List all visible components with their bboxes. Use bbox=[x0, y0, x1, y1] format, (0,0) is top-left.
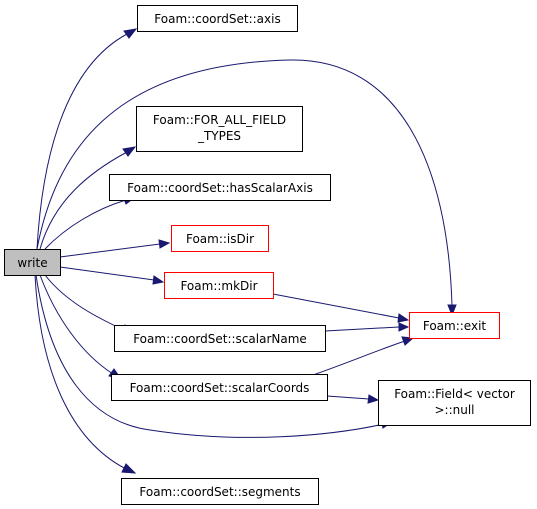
node-exit-box bbox=[409, 312, 500, 339]
edge-scalarCoords-fieldNull bbox=[326, 395, 370, 400]
node-axis[interactable]: Foam::coordSet::axis bbox=[137, 5, 298, 32]
node-write-box bbox=[4, 249, 61, 276]
node-segments-box bbox=[121, 478, 319, 505]
node-hasScalarAxis[interactable]: Foam::coordSet::hasScalarAxis bbox=[109, 174, 331, 201]
edge-write-exit bbox=[36, 59, 453, 307]
edge-write-scalarName bbox=[44, 274, 125, 331]
node-exit[interactable]: Foam::exit bbox=[409, 312, 500, 339]
node-scalarCoords-box bbox=[111, 374, 328, 401]
node-isDir[interactable]: Foam::isDir bbox=[171, 225, 269, 252]
edge-scalarCoords-fieldNull-arrowhead bbox=[367, 394, 380, 404]
edge-write-exit-arrowhead bbox=[447, 304, 457, 317]
node-hasScalarAxis-label: Foam::coordSet::hasScalarAxis bbox=[127, 181, 313, 195]
node-field-vector-null[interactable]: Foam::Field< vector >::null bbox=[378, 380, 531, 426]
node-write-label: write bbox=[17, 256, 47, 270]
edge-scalarName-exit bbox=[324, 326, 400, 332]
node-scalarCoords[interactable]: Foam::coordSet::scalarCoords bbox=[111, 374, 328, 401]
node-for-all-box bbox=[136, 106, 303, 152]
edge-write-scalarCoords bbox=[39, 274, 114, 375]
edge-mkDir-exit-arrowhead bbox=[397, 313, 410, 323]
node-scalarName[interactable]: Foam::coordSet::scalarName bbox=[114, 325, 326, 352]
node-for-all-label-line2: _TYPES bbox=[197, 129, 241, 143]
node-segments-label: Foam::coordSet::segments bbox=[139, 485, 300, 499]
node-for-all-label-line1: Foam::FOR_ALL_FIELD bbox=[153, 113, 286, 127]
edge-write-for-all-arrowhead bbox=[122, 146, 137, 157]
node-axis-box bbox=[137, 5, 298, 32]
edge-scalarCoords-exit bbox=[309, 340, 406, 377]
node-axis-label: Foam::coordSet::axis bbox=[154, 12, 280, 26]
edge-write-for-all bbox=[39, 151, 128, 250]
edge-write-axis bbox=[36, 33, 128, 250]
node-segments[interactable]: Foam::coordSet::segments bbox=[121, 478, 319, 505]
node-mkDir-label: Foam::mkDir bbox=[180, 279, 257, 293]
edge-write-fieldNull bbox=[35, 274, 385, 438]
edge-write-segments bbox=[34, 274, 127, 470]
node-scalarCoords-label: Foam::coordSet::scalarCoords bbox=[130, 381, 310, 395]
edge-write-isDir bbox=[59, 243, 161, 258]
node-write[interactable]: write bbox=[4, 249, 61, 276]
edge-write-hasScalarAxis bbox=[44, 199, 127, 250]
edge-mkDir-exit bbox=[272, 293, 400, 319]
edge-scalarName-exit-arrowhead bbox=[398, 322, 410, 332]
node-fieldNull-box bbox=[378, 380, 531, 426]
node-scalarName-label: Foam::coordSet::scalarName bbox=[133, 332, 307, 346]
node-fieldNull-label-line1: Foam::Field< vector bbox=[394, 387, 515, 401]
edge-write-isDir-arrowhead bbox=[158, 239, 171, 249]
edge-write-segments-arrowhead bbox=[121, 463, 137, 474]
node-hasScalarAxis-box bbox=[109, 174, 331, 201]
node-scalarName-box bbox=[114, 325, 326, 352]
node-isDir-box bbox=[171, 225, 269, 252]
node-for-all-field-types[interactable]: Foam::FOR_ALL_FIELD _TYPES bbox=[136, 106, 303, 152]
edge-write-axis-arrowhead bbox=[123, 28, 138, 39]
edge-write-mkDir-arrowhead bbox=[152, 275, 165, 285]
node-mkDir-box bbox=[164, 272, 274, 299]
node-fieldNull-label-line2: >::null bbox=[434, 403, 474, 417]
node-exit-label: Foam::exit bbox=[423, 319, 487, 333]
node-mkDir[interactable]: Foam::mkDir bbox=[164, 272, 274, 299]
edge-write-mkDir bbox=[59, 266, 155, 281]
node-isDir-label: Foam::isDir bbox=[186, 232, 254, 246]
